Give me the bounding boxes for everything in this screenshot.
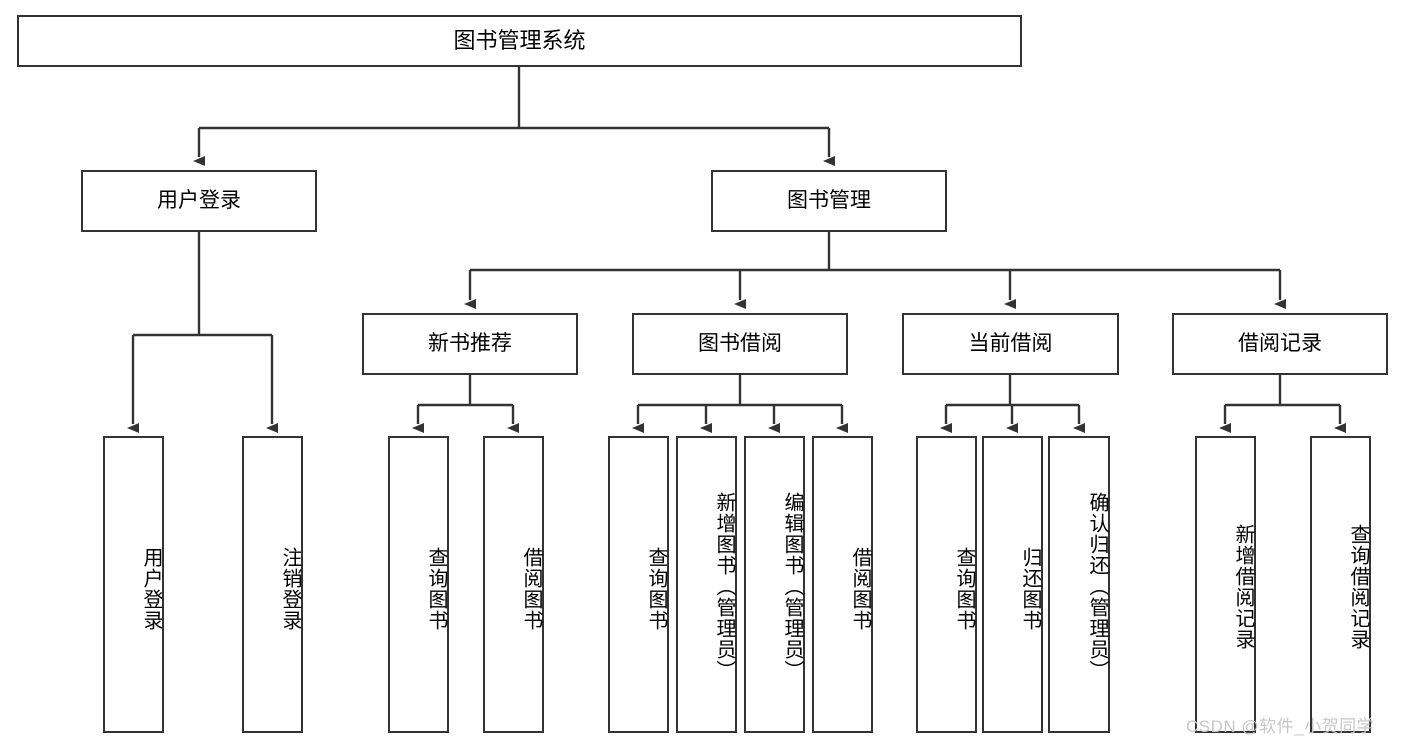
node-current-borrow[interactable]: 当前借阅 xyxy=(902,313,1119,375)
node-leaf-query-book-current-label: 查询图书 xyxy=(953,546,975,631)
node-leaf-borrow-book-recommend[interactable]: 借阅图书 xyxy=(483,436,544,733)
node-leaf-borrow-book[interactable]: 借阅图书 xyxy=(812,436,873,733)
csdn-watermark: CSDN @软件_小贺同学 xyxy=(1186,717,1375,736)
node-leaf-add-borrow-record[interactable]: 新增借阅记录 xyxy=(1195,436,1256,733)
node-book-borrow-label: 图书借阅 xyxy=(698,331,782,355)
node-new-book-recommend[interactable]: 新书推荐 xyxy=(362,313,578,375)
node-root-label: 图书管理系统 xyxy=(453,28,586,54)
node-leaf-return-book-label: 归还图书 xyxy=(1019,546,1041,631)
node-leaf-return-book[interactable]: 归还图书 xyxy=(982,436,1043,733)
node-leaf-confirm-return-label: 确认归还（管理员） xyxy=(1086,492,1108,681)
node-new-book-recommend-label: 新书推荐 xyxy=(428,331,512,355)
node-leaf-borrow-book-recommend-label: 借阅图书 xyxy=(520,546,542,631)
node-leaf-user-login[interactable]: 用户登录 xyxy=(103,436,164,733)
node-leaf-query-book-borrow-label: 查询图书 xyxy=(645,546,667,631)
node-current-borrow-label: 当前借阅 xyxy=(968,331,1053,355)
node-borrow-record-label: 借阅记录 xyxy=(1238,331,1322,355)
node-leaf-query-book-current[interactable]: 查询图书 xyxy=(916,436,977,733)
node-leaf-query-book-recommend-label: 查询图书 xyxy=(425,546,447,631)
node-leaf-add-borrow-record-label: 新增借阅记录 xyxy=(1232,523,1254,650)
node-leaf-query-book-borrow[interactable]: 查询图书 xyxy=(608,436,669,733)
node-leaf-confirm-return[interactable]: 确认归还（管理员） xyxy=(1048,436,1110,733)
node-leaf-query-borrow-record[interactable]: 查询借阅记录 xyxy=(1310,436,1371,733)
node-leaf-add-book[interactable]: 新增图书（管理员） xyxy=(676,436,737,733)
node-leaf-borrow-book-label: 借阅图书 xyxy=(849,546,871,631)
node-borrow-record[interactable]: 借阅记录 xyxy=(1172,313,1388,375)
node-leaf-query-borrow-record-label: 查询借阅记录 xyxy=(1347,523,1369,650)
node-leaf-edit-book-label: 编辑图书（管理员） xyxy=(781,492,803,681)
node-book-management[interactable]: 图书管理 xyxy=(711,170,947,232)
node-user-login-label: 用户登录 xyxy=(157,188,241,212)
node-user-login[interactable]: 用户登录 xyxy=(81,170,317,232)
node-leaf-query-book-recommend[interactable]: 查询图书 xyxy=(388,436,449,733)
node-root[interactable]: 图书管理系统 xyxy=(17,15,1022,67)
node-leaf-logout-label: 注销登录 xyxy=(279,546,301,631)
node-book-borrow[interactable]: 图书借阅 xyxy=(632,313,848,375)
node-leaf-add-book-label: 新增图书（管理员） xyxy=(713,492,735,681)
node-leaf-edit-book[interactable]: 编辑图书（管理员） xyxy=(744,436,805,733)
node-leaf-user-login-label: 用户登录 xyxy=(140,546,162,631)
node-book-management-label: 图书管理 xyxy=(787,188,871,212)
node-leaf-logout[interactable]: 注销登录 xyxy=(242,436,303,733)
